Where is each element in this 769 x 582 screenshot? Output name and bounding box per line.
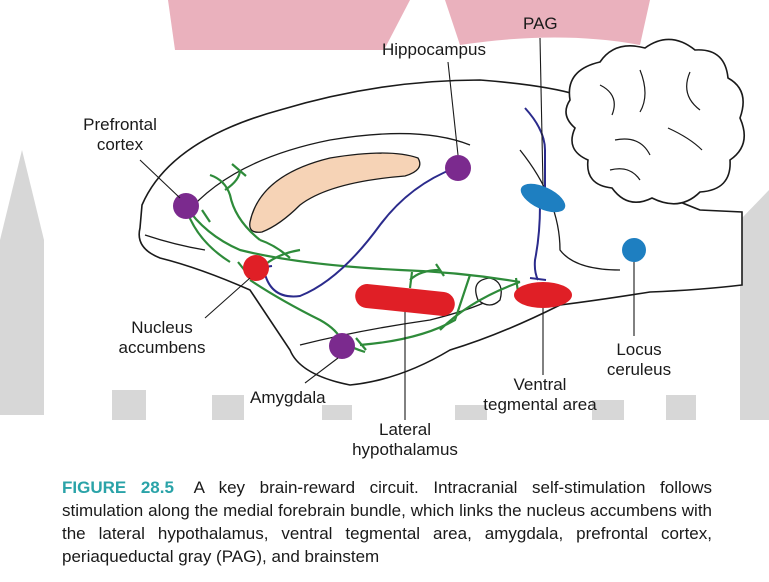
label-lateral-hypothalamus: Lateral hypothalamus: [330, 420, 480, 460]
label-ventral-line1: Ventral: [465, 375, 615, 395]
label-amygdala: Amygdala: [250, 388, 326, 408]
watermark-gray-2: [112, 390, 146, 420]
label-lateral-line1: Lateral: [330, 420, 480, 440]
nucleus-accumbens-node: [243, 255, 269, 281]
label-nucleus-line2: accumbens: [112, 338, 212, 358]
watermark-gray-1: [0, 150, 44, 415]
label-hippocampus: Hippocampus: [382, 40, 486, 60]
label-ventral-tegmental-area: Ventral tegmental area: [465, 375, 615, 415]
watermark-gray-4: [322, 405, 352, 420]
watermark-gray-8: [740, 190, 769, 420]
label-locus-ceruleus: Locus ceruleus: [594, 340, 684, 380]
locus-ceruleus-node: [622, 238, 646, 262]
label-prefrontal-line1: Prefrontal: [70, 115, 170, 135]
label-lateral-line2: hypothalamus: [330, 440, 480, 460]
prefrontal-cortex-node: [173, 193, 199, 219]
label-pag: PAG: [523, 14, 558, 34]
figure-label: FIGURE 28.5: [62, 478, 174, 497]
ventral-tegmental-area-node: [514, 282, 572, 308]
label-nucleus-line1: Nucleus: [112, 318, 212, 338]
label-prefrontal-line2: cortex: [70, 135, 170, 155]
watermark-gray-3: [212, 395, 244, 420]
watermark-pink-left: [168, 0, 410, 50]
hippocampus-node: [445, 155, 471, 181]
label-locus-line2: ceruleus: [594, 360, 684, 380]
cerebellum: [566, 39, 744, 203]
label-locus-line1: Locus: [594, 340, 684, 360]
label-nucleus-accumbens: Nucleus accumbens: [112, 318, 212, 358]
watermark-gray-7: [666, 395, 696, 420]
label-prefrontal-cortex: Prefrontal cortex: [70, 115, 170, 155]
amygdala-node: [329, 333, 355, 359]
label-ventral-line2: tegmental area: [465, 395, 615, 415]
figure-caption: FIGURE 28.5 A key brain-reward circuit. …: [62, 476, 712, 568]
